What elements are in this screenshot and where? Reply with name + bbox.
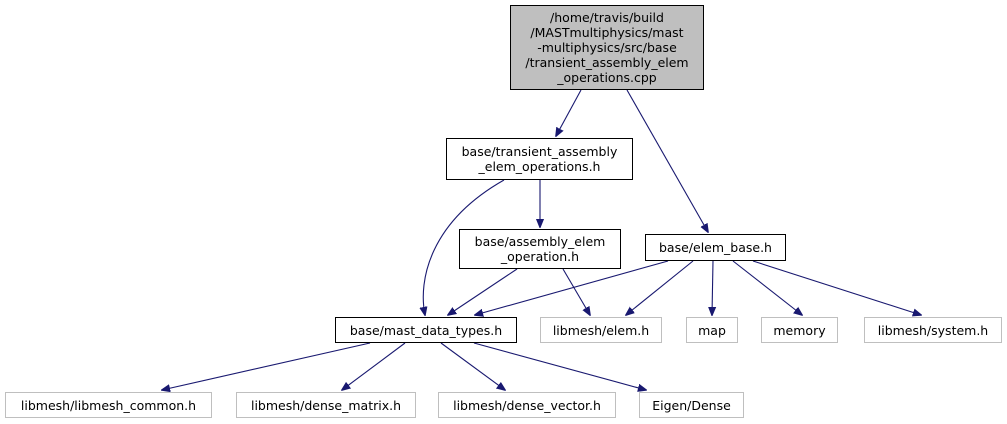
node-libmesh-common-header[interactable]: libmesh/libmesh_common.h (5, 392, 212, 418)
edge-mast-data-types-h-to-eigen-dense (473, 342, 646, 390)
node-label: base/elem_base.h (659, 240, 772, 255)
node-libmesh-elem-header[interactable]: libmesh/elem.h (540, 317, 662, 343)
node-map-header[interactable]: map (686, 317, 738, 343)
edge-mast-data-types-h-to-dense-vector-h (440, 342, 505, 390)
node-mast-data-types-header[interactable]: base/mast_data_types.h (335, 317, 517, 343)
node-root-source-file[interactable]: /home/travis/build /MASTmultiphysics/mas… (510, 5, 704, 90)
edge-elem-base-h-to-libmesh-elem-h (626, 260, 694, 315)
node-memory-header[interactable]: memory (761, 317, 838, 343)
node-libmesh-system-header[interactable]: libmesh/system.h (864, 317, 1002, 343)
node-elem-base-header[interactable]: base/elem_base.h (645, 234, 786, 261)
edge-mast-data-types-h-to-dense-matrix-h (342, 342, 406, 390)
node-label: base/mast_data_types.h (349, 322, 503, 338)
edge-elem-base-h-to-mast-data-types-h (475, 260, 669, 315)
edge-assembly-op-h-to-libmesh-elem-h (562, 268, 590, 315)
node-dense-matrix-header[interactable]: libmesh/dense_matrix.h (236, 392, 416, 418)
node-label: libmesh/libmesh_common.h (20, 397, 197, 413)
node-label: base/assembly_elem _operation.h (474, 234, 606, 264)
node-label: /home/travis/build /MASTmultiphysics/mas… (525, 10, 689, 85)
edge-elem-base-h-to-memory (732, 260, 802, 315)
node-label: libmesh/elem.h (552, 322, 650, 338)
node-label: base/transient_assembly _elem_operations… (461, 144, 618, 174)
node-label: Eigen/Dense (652, 397, 731, 413)
node-label: libmesh/dense_vector.h (453, 397, 601, 413)
edge-transient-h-to-mast-data-types-h (423, 179, 505, 315)
node-assembly-elem-operation-header[interactable]: base/assembly_elem _operation.h (459, 229, 621, 269)
node-label: libmesh/dense_matrix.h (250, 397, 402, 413)
edge-assembly-op-h-to-mast-data-types-h (448, 268, 518, 315)
node-label: map (698, 322, 726, 338)
node-dense-vector-header[interactable]: libmesh/dense_vector.h (438, 392, 616, 418)
node-label: memory (773, 322, 826, 338)
node-eigen-dense-header[interactable]: Eigen/Dense (639, 392, 744, 418)
node-label: libmesh/system.h (877, 322, 989, 338)
edge-root-to-transient-h (556, 89, 582, 136)
edge-elem-base-h-to-map (712, 260, 713, 315)
node-transient-assembly-elem-operations-header[interactable]: base/transient_assembly _elem_operations… (446, 138, 633, 180)
edge-mast-data-types-h-to-libmesh-common-h (162, 342, 371, 390)
edge-root-to-elem-base-h (626, 89, 708, 232)
edge-elem-base-h-to-libmesh-system-h (752, 260, 921, 315)
